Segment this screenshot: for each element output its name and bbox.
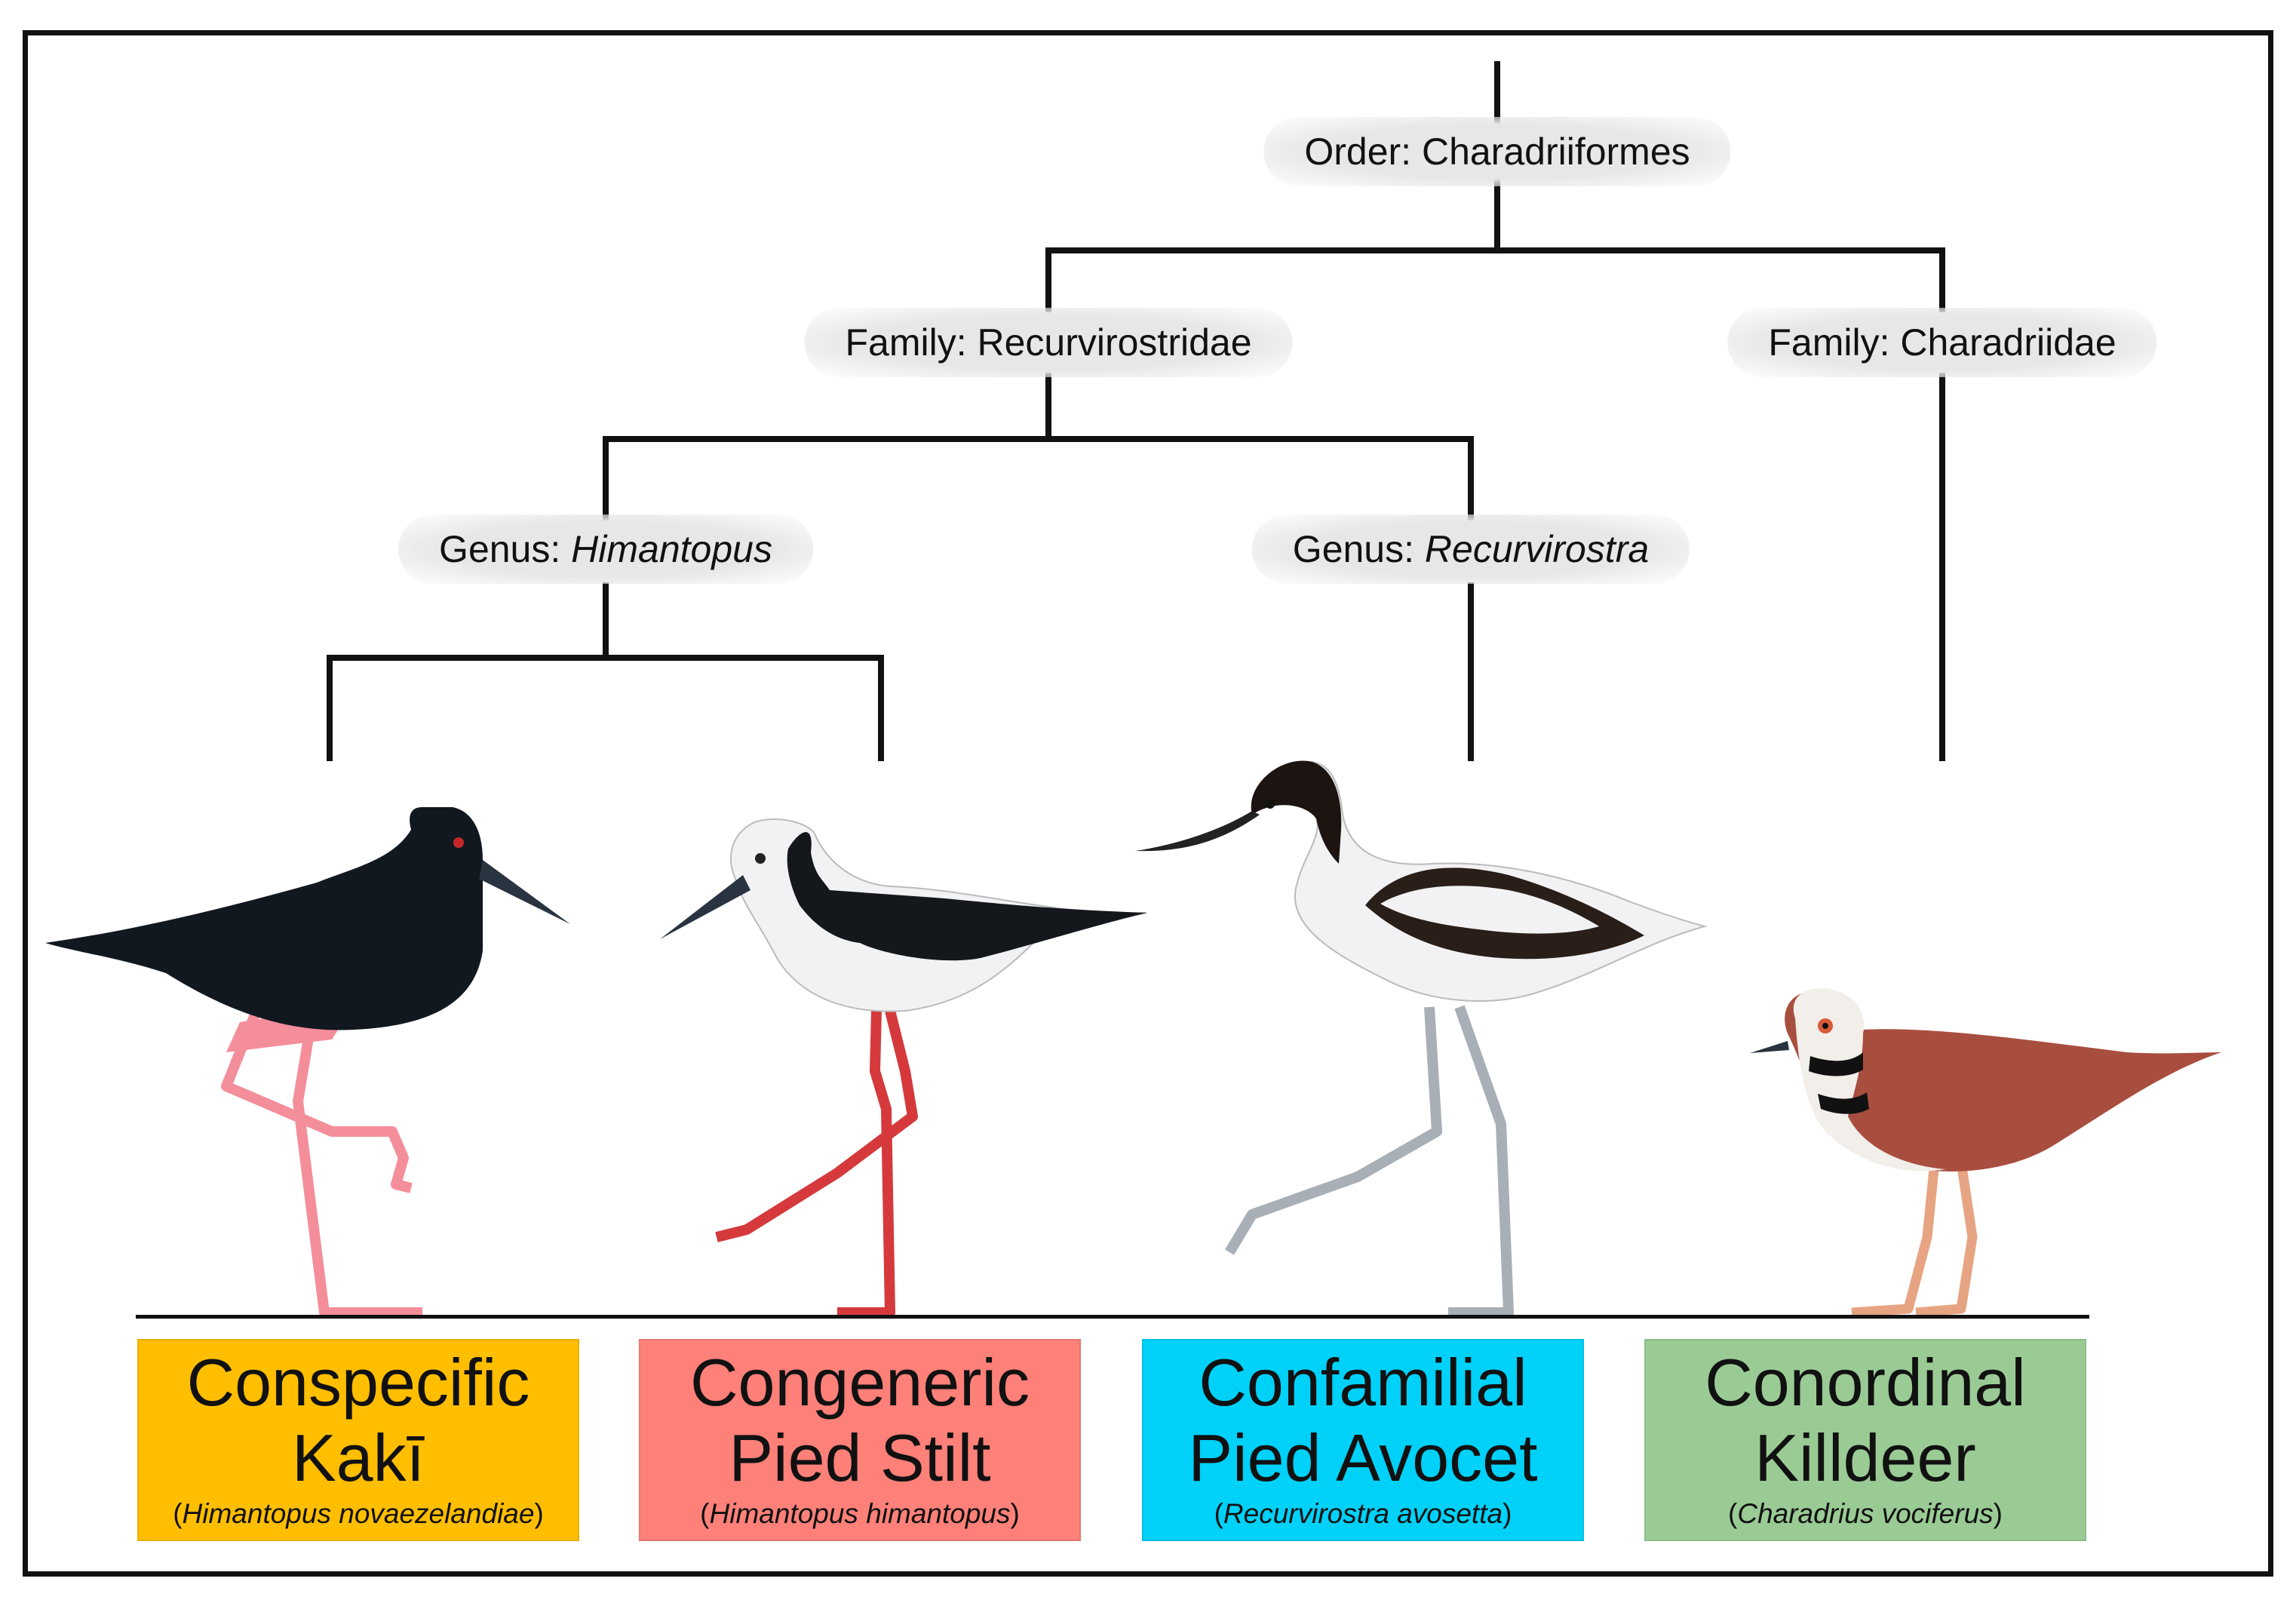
- card-scientific-name: (Himantopus novaezelandiae): [173, 1498, 544, 1529]
- genus-name-text: Recurvirostra: [1424, 528, 1650, 570]
- card-conspecific: Conspecific Kakī (Himantopus novaezeland…: [137, 1339, 579, 1541]
- family-name-text: Recurvirostridae: [977, 321, 1252, 364]
- card-common-name: Kakī: [291, 1420, 425, 1495]
- card-scientific-name: (Himantopus himantopus): [700, 1498, 1020, 1529]
- card-relation-text: Congeneric: [689, 1345, 1030, 1420]
- scientific-name-italic: Recurvirostra avosetta: [1223, 1498, 1503, 1529]
- scientific-name-italic: Charadrius vociferus: [1737, 1498, 1994, 1529]
- pied-avocet-bird-icon: [1135, 760, 1708, 1318]
- card-scientific-name: (Recurvirostra avosetta): [1214, 1498, 1512, 1529]
- card-relation-text: Conspecific: [186, 1345, 530, 1420]
- card-confamilial: Confamilial Pied Avocet (Recurvirostra a…: [1142, 1339, 1584, 1541]
- card-common-name: Killdeer: [1754, 1420, 1976, 1495]
- card-congeneric: Congeneric Pied Stilt (Himantopus himant…: [639, 1339, 1081, 1541]
- card-scientific-name: (Charadrius vociferus): [1728, 1498, 2003, 1529]
- card-common-name: Pied Avocet: [1188, 1420, 1538, 1495]
- order-name-text: Charadriiformes: [1421, 131, 1690, 173]
- card-relation-text: Conordinal: [1705, 1345, 2026, 1420]
- order-level-text: Order:: [1304, 131, 1422, 173]
- family-name-text: Charadriidae: [1900, 321, 2116, 364]
- diagram-frame: [23, 30, 2273, 1577]
- card-relation-text: Confamilial: [1199, 1345, 1527, 1420]
- card-common-name: Pied Stilt: [729, 1420, 991, 1495]
- family-level-text: Family:: [1768, 321, 1901, 364]
- pied-stilt-bird-icon: [660, 818, 1147, 1318]
- order-label: Order: Charadriiformes: [1263, 117, 1731, 186]
- genus-himantopus-label: Genus: Himantopus: [398, 514, 813, 584]
- scientific-name-italic: Himantopus himantopus: [709, 1498, 1011, 1529]
- genus-recurvirostra-label: Genus: Recurvirostra: [1251, 514, 1690, 584]
- kaki-bird-icon: [45, 807, 570, 1318]
- scientific-name-italic: Himantopus novaezelandiae: [182, 1498, 535, 1529]
- genus-level-text: Genus:: [439, 528, 572, 570]
- ground-line: [136, 1315, 2089, 1319]
- card-conordinal: Conordinal Killdeer (Charadrius vociferu…: [1644, 1339, 2086, 1541]
- family-recurvirostridae-label: Family: Recurvirostridae: [804, 308, 1293, 377]
- genus-level-text: Genus:: [1292, 528, 1425, 570]
- family-level-text: Family:: [845, 321, 978, 364]
- family-charadriidae-label: Family: Charadriidae: [1727, 308, 2157, 377]
- genus-name-text: Himantopus: [571, 528, 772, 570]
- killdeer-bird-icon: [1750, 988, 2221, 1318]
